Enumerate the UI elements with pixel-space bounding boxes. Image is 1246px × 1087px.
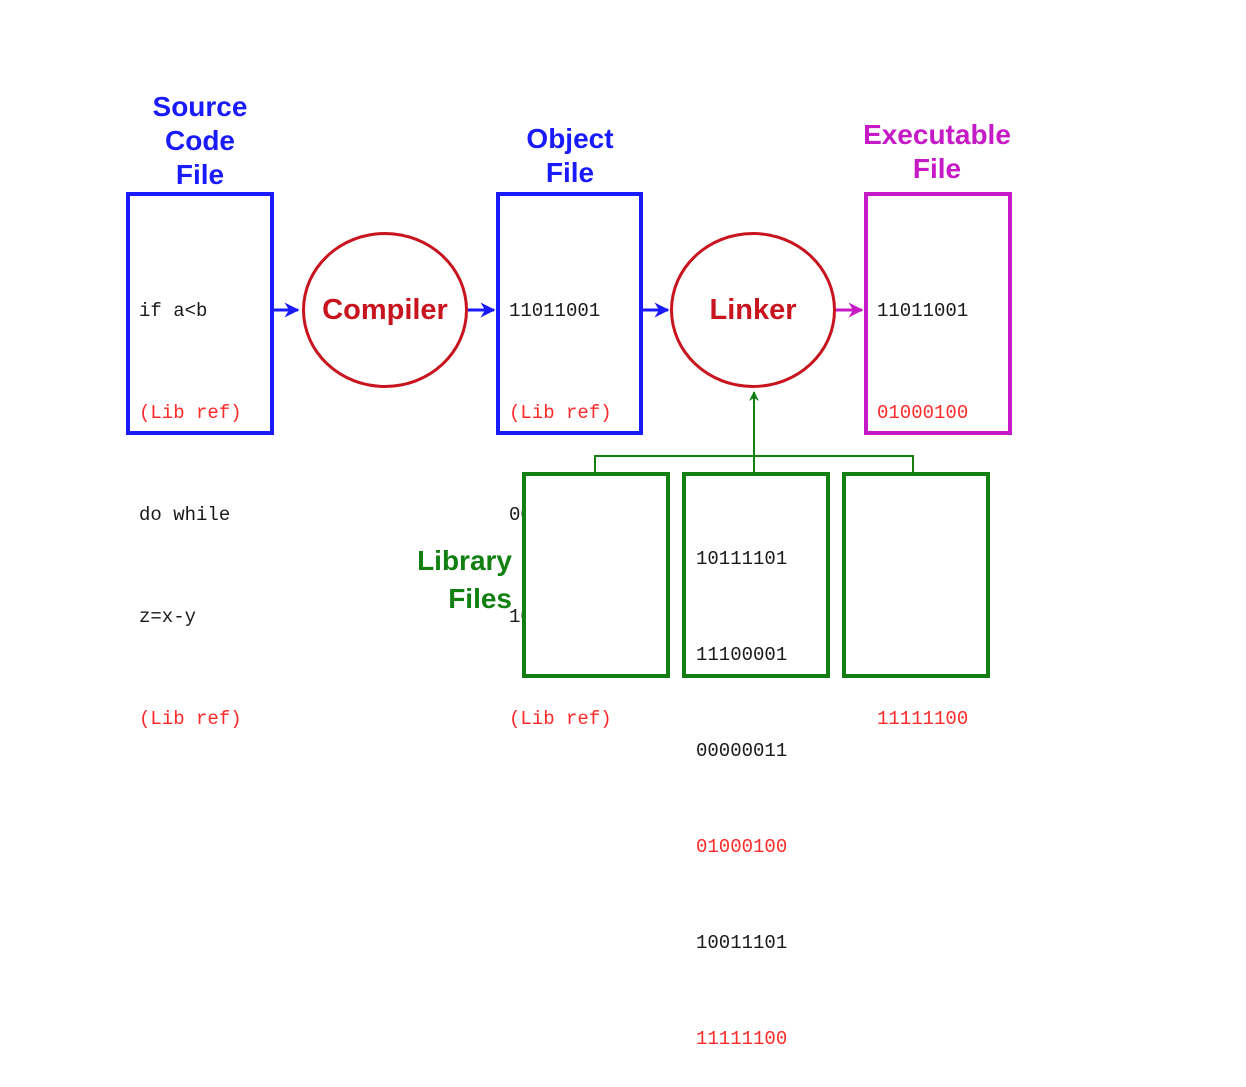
library-file-box-left — [522, 472, 670, 678]
code-line: 00000011 — [696, 740, 788, 762]
library-file-box-center — [682, 472, 830, 678]
object-title-line: Object — [526, 123, 614, 154]
source-code-lines: if a<b (Lib ref) do while z=x-y (Lib ref… — [139, 226, 242, 770]
executable-title-line: File — [912, 153, 962, 184]
source-title-line: File — [175, 159, 225, 190]
library-files-title: Library Files — [390, 542, 512, 618]
code-line: (Lib ref) — [509, 708, 612, 730]
source-title-line: Code — [165, 125, 235, 156]
library-title-line: Files — [448, 583, 512, 614]
code-line: 11011001 — [877, 300, 969, 322]
object-file-box — [496, 192, 643, 435]
library-code-lines: 10111101 11100001 00000011 01000100 1001… — [696, 479, 787, 1087]
code-line: 11111100 — [877, 708, 969, 730]
code-line: z=x-y — [139, 606, 197, 628]
linker-circle: Linker — [670, 232, 836, 388]
compiler-label: Compiler — [322, 293, 448, 326]
code-line: (Lib ref) — [509, 402, 612, 424]
connector-arrows — [274, 302, 914, 474]
code-line: (Lib ref) — [139, 402, 242, 424]
object-file-title: Object File — [480, 122, 660, 190]
code-line: if a<b — [139, 300, 208, 322]
executable-file-title: Executable File — [832, 118, 1042, 186]
code-line: (Lib ref) — [139, 708, 242, 730]
executable-title-line: Executable — [863, 119, 1011, 150]
code-line: 10111101 — [696, 548, 788, 570]
code-line: 11011001 — [509, 300, 601, 322]
compiler-circle: Compiler — [302, 232, 468, 388]
code-line: 01000100 — [877, 402, 969, 424]
library-file-box-right — [842, 472, 990, 678]
code-line: 01000100 — [696, 836, 788, 858]
code-line: 11111100 — [696, 1028, 788, 1050]
executable-file-box — [864, 192, 1012, 435]
source-title-line: Source — [152, 91, 248, 122]
code-line: do while — [139, 504, 231, 526]
source-file-title: Source Code File — [110, 90, 290, 192]
code-line: 10011101 — [696, 932, 788, 954]
object-title-line: File — [545, 157, 595, 188]
library-title-line: Library — [417, 545, 512, 576]
linker-label: Linker — [709, 293, 797, 326]
code-line: 11100001 — [696, 644, 788, 666]
source-file-box — [126, 192, 274, 435]
